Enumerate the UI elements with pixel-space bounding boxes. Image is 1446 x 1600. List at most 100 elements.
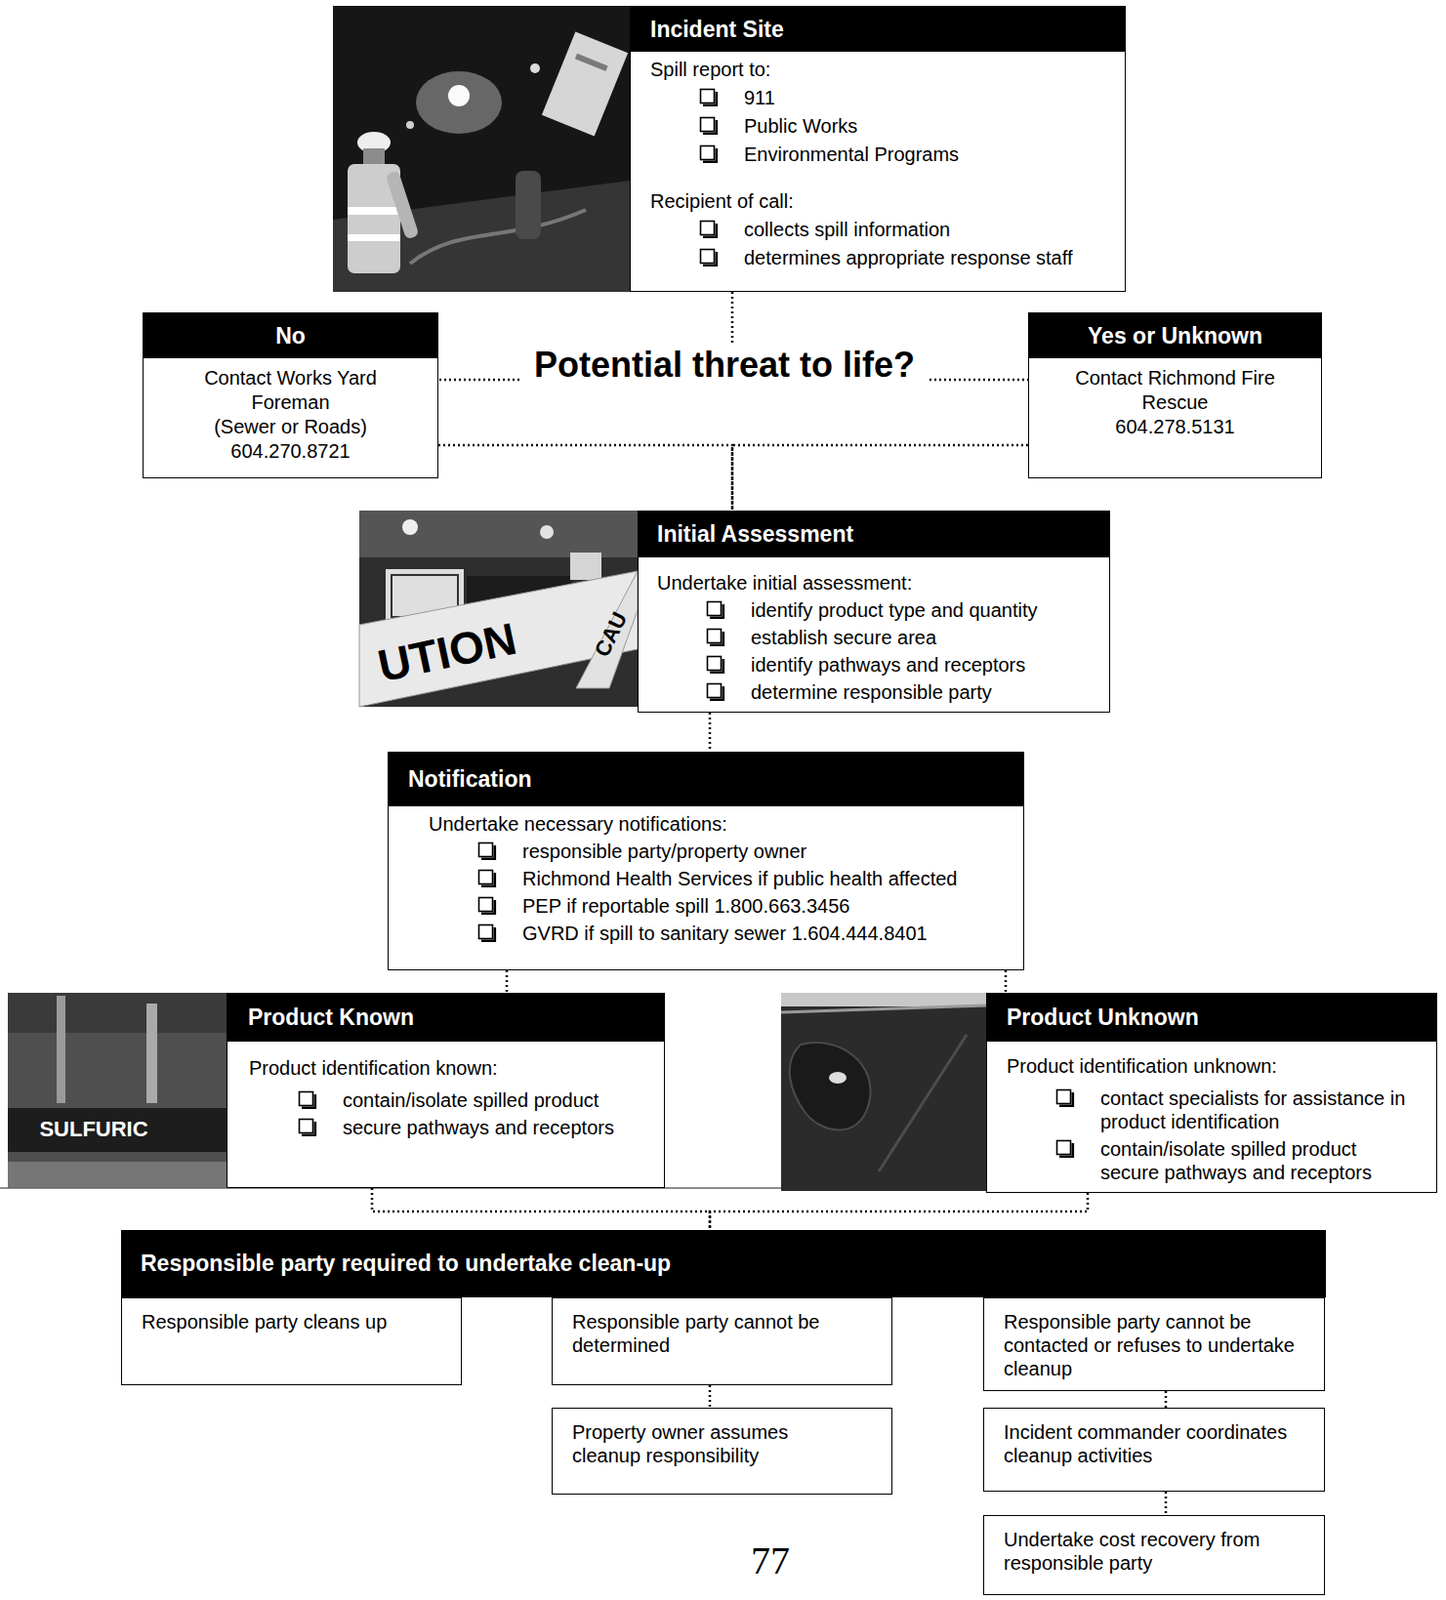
text-line: Product identification unknown: xyxy=(1006,1054,1415,1078)
box-text: establish secure area xyxy=(750,625,1100,650)
small-sign xyxy=(570,552,602,580)
checkbox-shadow xyxy=(702,148,717,163)
process-box: Product UnknownProduct identification un… xyxy=(986,992,1438,1194)
box-text: Richmond Health Services if public healt… xyxy=(522,867,1014,891)
box-body: Incident commander coordinates cleanup a… xyxy=(984,1408,1324,1478)
checkbox-symbol xyxy=(699,144,719,165)
spill-stain xyxy=(789,1042,871,1130)
checkbox-symbol xyxy=(705,682,726,703)
checkbox-symbol xyxy=(705,600,726,620)
checkbox-symbol xyxy=(477,868,497,889)
checkbox-shadow xyxy=(702,251,717,266)
box-text: Undertake cost recovery from responsible… xyxy=(1003,1528,1317,1575)
box-text: Recipient of call: xyxy=(650,189,1116,213)
sign-board xyxy=(541,31,628,136)
photo-ground xyxy=(7,992,227,1189)
checkbox-shadow xyxy=(702,120,717,134)
crack xyxy=(878,1034,967,1172)
checkbox-frame xyxy=(707,629,722,644)
box-text: determine responsible party xyxy=(750,680,1100,704)
outcome-box: Yes or UnknownContact Richmond Fire Resc… xyxy=(1028,312,1323,479)
light xyxy=(402,519,418,536)
spill-reflection xyxy=(828,1072,847,1084)
box-body: Product identification unknown: contact s… xyxy=(987,1041,1437,1193)
box-text: Contact Richmond Fire Rescue xyxy=(1064,366,1286,415)
text-line: (Sewer or Roads) xyxy=(178,414,403,440)
box-heading: Product Unknown xyxy=(987,993,1437,1042)
box-text: responsible party/property owner xyxy=(522,839,1014,864)
text-line: Recipient of call: xyxy=(650,189,1116,213)
ceiling xyxy=(359,510,638,558)
box-text: Undertake necessary notifications: xyxy=(428,812,1014,836)
checkbox-frame xyxy=(1057,1090,1072,1105)
light xyxy=(448,84,470,107)
box-text: Spill report to: xyxy=(650,57,1116,82)
box-text: Product identification unknown: xyxy=(1006,1054,1415,1078)
box-text: 604.278.5131 xyxy=(1064,414,1286,440)
box-body: Responsible party required to undertake … xyxy=(122,1231,1325,1296)
process-box: Initial AssessmentUndertake initial asse… xyxy=(637,510,1111,713)
checkbox-symbol xyxy=(699,219,719,240)
checkbox-frame xyxy=(707,657,722,671)
tank-body xyxy=(7,1032,227,1162)
checklist-item: contain/isolate spilled product xyxy=(342,1088,655,1113)
checkbox-frame xyxy=(701,146,715,161)
checkbox-shadow xyxy=(709,631,724,646)
box-heading: Notification xyxy=(388,752,1024,807)
box-text: 911 xyxy=(743,85,1116,110)
checklist-item: determines appropriate response staff xyxy=(743,246,1116,270)
checkbox-symbol xyxy=(699,87,719,108)
process-box: NotificationUndertake necessary notifica… xyxy=(387,751,1025,971)
text-line: 604.278.5131 xyxy=(1064,414,1286,440)
checkbox-frame xyxy=(707,602,722,617)
checkbox-frame xyxy=(479,843,494,858)
dotted-connector xyxy=(708,1385,712,1408)
box-text: Contact Works Yard Foreman xyxy=(178,366,403,415)
box-text: Incident commander coordinates cleanup a… xyxy=(1003,1420,1317,1468)
box-text: contain/isolate spilled product xyxy=(342,1088,655,1113)
checkbox-shadow xyxy=(709,604,724,619)
light xyxy=(539,525,554,539)
checklist-item: identify product type and quantity xyxy=(750,598,1100,622)
box-body: Responsible party cannot be contacted or… xyxy=(984,1298,1324,1391)
checklist-item: identify pathways and receptors xyxy=(750,653,1100,677)
dotted-connector xyxy=(708,712,712,752)
pipe xyxy=(56,995,66,1104)
box-heading: Yes or Unknown xyxy=(1029,313,1322,359)
box-text: determines appropriate response staff xyxy=(743,246,1116,270)
box-text: contact specialists for assistance in pr… xyxy=(1100,1086,1415,1134)
box-text: contain/isolate spilled product secure p… xyxy=(1100,1137,1415,1185)
checkbox-frame xyxy=(701,118,715,132)
checkbox-frame xyxy=(1057,1141,1072,1156)
vest-stripe xyxy=(347,234,401,242)
light-glow xyxy=(415,71,502,134)
text-line: Property owner assumes cleanup responsib… xyxy=(572,1420,853,1468)
checklist-item: determine responsible party xyxy=(750,680,1100,704)
box-body: Product identification known:contain/iso… xyxy=(227,1041,664,1148)
checkbox-symbol xyxy=(477,896,497,916)
photo-tank-text: SULFURIC xyxy=(39,1118,148,1141)
heading-band: Responsible party required to undertake … xyxy=(121,1230,1326,1298)
checkbox-shadow xyxy=(709,686,724,701)
ground-strip xyxy=(7,1161,227,1189)
text-line: Spill report to: xyxy=(650,57,1116,82)
decision-question: Potential threat to life? xyxy=(519,343,930,387)
checkbox-symbol xyxy=(705,655,726,675)
dotted-connector xyxy=(929,378,1029,382)
curb xyxy=(781,992,987,1007)
sign-mark xyxy=(575,53,609,72)
dotted-connector xyxy=(505,970,509,993)
checkbox-shadow xyxy=(481,845,496,860)
box-body: Spill report to:911Public WorksEnvironme… xyxy=(630,51,1125,278)
checklist-item: Environmental Programs xyxy=(743,142,1116,166)
box-text: Undertake initial assessment: xyxy=(657,571,1100,595)
caution-tape xyxy=(576,571,638,689)
photo-tape-text: CAU xyxy=(591,609,632,661)
box-text: identify pathways and receptors xyxy=(750,653,1100,677)
checkbox-frame xyxy=(299,1119,314,1134)
caution-photo xyxy=(359,510,638,707)
box-body: Responsible party cannot be determined xyxy=(552,1298,892,1367)
checklist-item: PEP if reportable spill 1.800.663.3456 xyxy=(522,894,1014,918)
